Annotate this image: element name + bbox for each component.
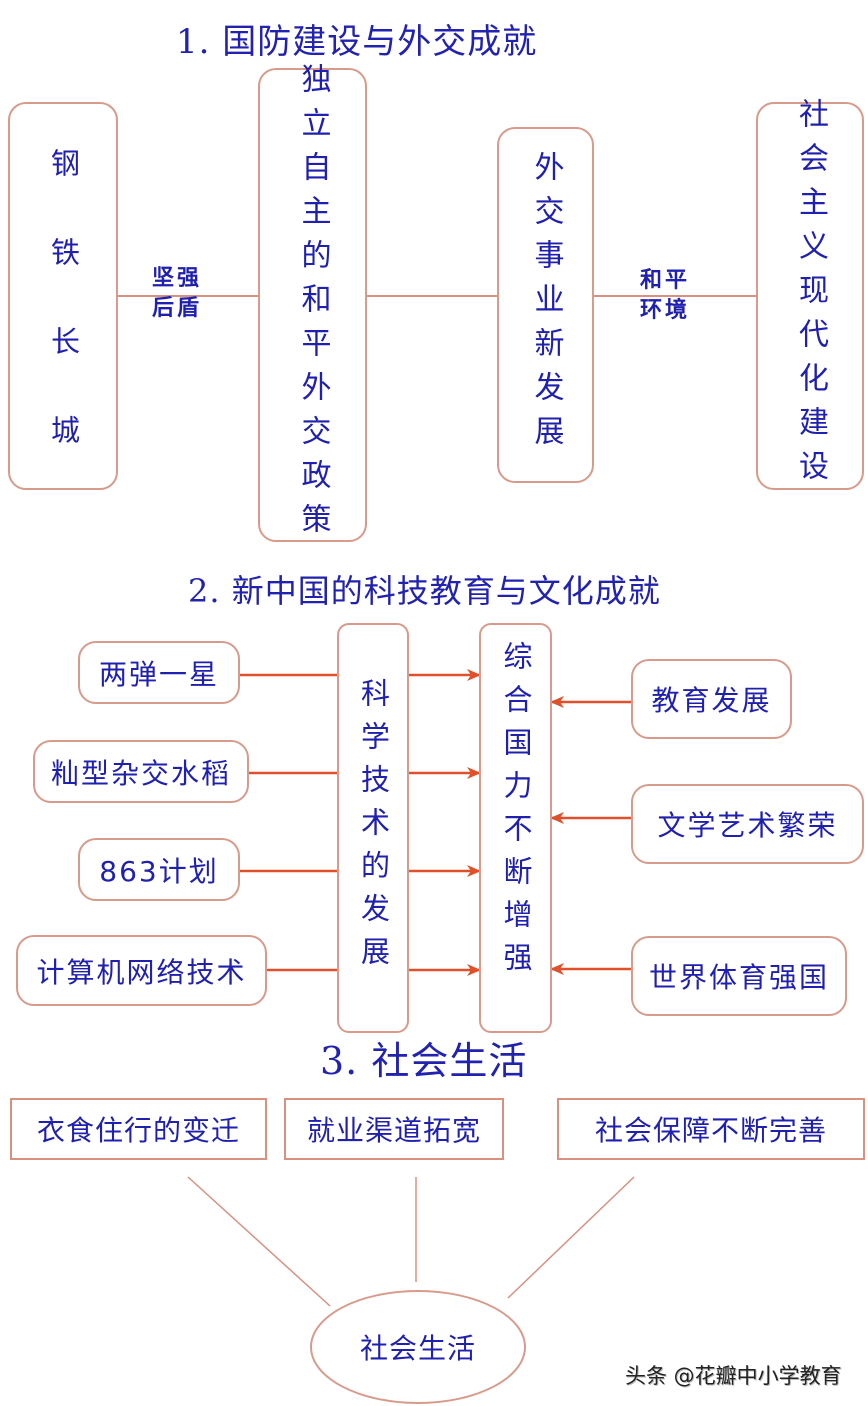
social-life-ellipse-text: 社会生活 (359, 1332, 476, 1365)
right-item-1: 教育发展 (631, 659, 792, 739)
life-item-1: 衣食住行的变迁 (10, 1098, 267, 1160)
left-item-1-text: 两弹一星 (98, 657, 219, 691)
life-item-3-text: 社会保障不断完善 (594, 1114, 827, 1147)
right-item-3-text: 世界体育强国 (648, 961, 829, 994)
social-life-ellipse: 社会生活 (310, 1290, 526, 1404)
left-item-2-text: 籼型杂交水稻 (50, 756, 231, 790)
box-national-strength-text: 综合国力不断增强 (499, 641, 533, 985)
box-modernization-text: 社会主义现代化建设 (793, 98, 828, 494)
box-steel-wall: 钢铁长城 (8, 102, 118, 504)
box-national-strength: 综合国力不断增强 (479, 623, 552, 1033)
box-modernization: 社会主义现代化建设 (756, 98, 864, 494)
box-sci-tech: 科学技术的发展 (337, 623, 409, 1033)
right-item-2-text: 文学艺术繁荣 (657, 809, 838, 842)
box-sci-tech-text: 科学技术的发展 (356, 677, 391, 979)
left-item-4: 计算机网络技术 (16, 935, 267, 1006)
life-item-3: 社会保障不断完善 (557, 1098, 865, 1160)
life-item-1-text: 衣食住行的变迁 (36, 1114, 240, 1147)
right-item-1-text: 教育发展 (651, 684, 772, 717)
box-diplomacy-text: 外交事业新发展 (528, 151, 564, 459)
box-peace-policy-text: 独立自主的和平外交政策 (295, 63, 331, 547)
section3-title: 3. 社会生活 (320, 1039, 528, 1083)
link-label-backing: 坚强 后盾 (152, 266, 203, 321)
section2-title: 2. 新中国的科技教育与文化成就 (188, 572, 661, 610)
box-steel-wall-text: 钢铁长城 (46, 148, 81, 504)
link-label-environment: 和平 环境 (640, 268, 691, 323)
left-item-4-text: 计算机网络技术 (36, 955, 247, 989)
left-item-2: 籼型杂交水稻 (33, 740, 249, 803)
life-item-2-text: 就业渠道拓宽 (306, 1114, 481, 1147)
right-item-2: 文学艺术繁荣 (631, 784, 864, 864)
life-item-2: 就业渠道拓宽 (284, 1098, 504, 1160)
left-item-3-text: 863计划 (99, 854, 219, 888)
section1-title: 1. 国防建设与外交成就 (176, 22, 538, 62)
left-item-3: 863计划 (78, 838, 240, 901)
right-item-3: 世界体育强国 (631, 936, 847, 1016)
box-diplomacy: 外交事业新发展 (497, 127, 594, 483)
watermark: 头条 @花瓣中小学教育 (625, 1364, 842, 1388)
box-peace-policy: 独立自主的和平外交政策 (258, 63, 367, 547)
left-item-1: 两弹一星 (78, 641, 240, 704)
